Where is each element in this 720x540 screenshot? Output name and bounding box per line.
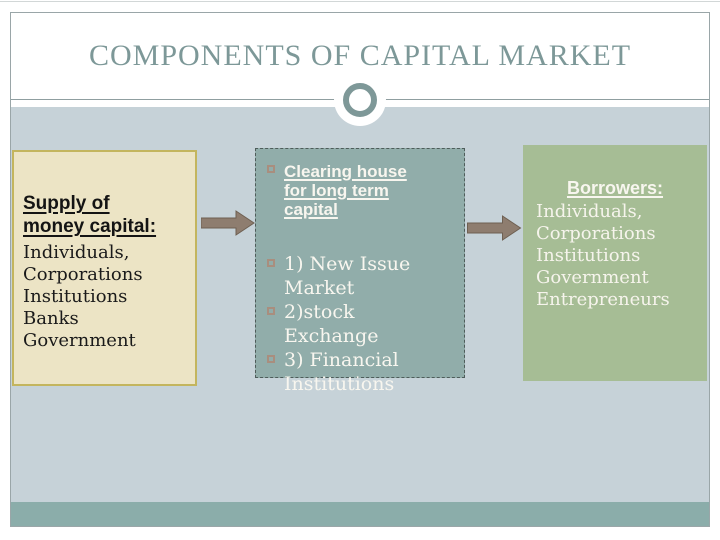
borrowers-box: Borrowers: Individuals, Corporations Ins…: [523, 145, 707, 381]
borrowers-item: Individuals,: [536, 201, 643, 222]
supply-item: Corporations: [23, 264, 143, 285]
arrow-supply-to-clearing-icon: [201, 210, 255, 236]
slide-top-edge: [0, 1, 720, 2]
supply-heading: Supply of money capital:: [23, 193, 157, 237]
arrow-clearing-to-borrowers-icon: [467, 215, 522, 241]
square-bullet-icon: [267, 355, 275, 363]
supply-item: Institutions: [23, 286, 128, 307]
square-bullet-icon: [267, 165, 275, 173]
supply-item: Banks: [23, 308, 79, 329]
borrowers-heading: Borrowers:: [566, 178, 664, 198]
clearing-item-row: 3) Financial Institutions: [267, 348, 458, 396]
bottom-accent-band: [11, 502, 709, 527]
clearing-list: 1) New Issue Market 2)stock Exchange 3) …: [267, 252, 458, 396]
borrowers-item: Corporations: [536, 223, 656, 244]
supply-list: Individuals, Corporations Institutions B…: [23, 242, 187, 352]
supply-box: Supply of money capital: Individuals, Co…: [12, 150, 197, 386]
clearing-item: 3) Financial Institutions: [284, 349, 399, 395]
square-bullet-icon: [267, 307, 275, 315]
clearing-item: 2)stock Exchange: [284, 301, 379, 347]
borrowers-item: Entrepreneurs: [536, 289, 670, 310]
square-bullet-icon: [267, 259, 275, 267]
slide-title: COMPONENTS OF CAPITAL MARKET: [88, 39, 632, 72]
clearing-box: Clearing house for long term capital 1) …: [255, 148, 465, 395]
divider-circle-ornament-icon: [343, 83, 377, 117]
clearing-item: 1) New Issue Market: [284, 253, 411, 299]
borrowers-list: Individuals, Corporations Institutions G…: [523, 201, 707, 311]
clearing-item-row: 1) New Issue Market: [267, 252, 458, 300]
clearing-heading-row: Clearing house for long term capital: [267, 162, 458, 219]
borrowers-item: Government: [536, 267, 649, 288]
clearing-heading: Clearing house for long term capital: [284, 162, 407, 219]
clearing-item-row: 2)stock Exchange: [267, 300, 458, 348]
supply-item: Individuals,: [23, 242, 130, 263]
borrowers-item: Institutions: [536, 245, 641, 266]
supply-item: Government: [23, 330, 136, 351]
